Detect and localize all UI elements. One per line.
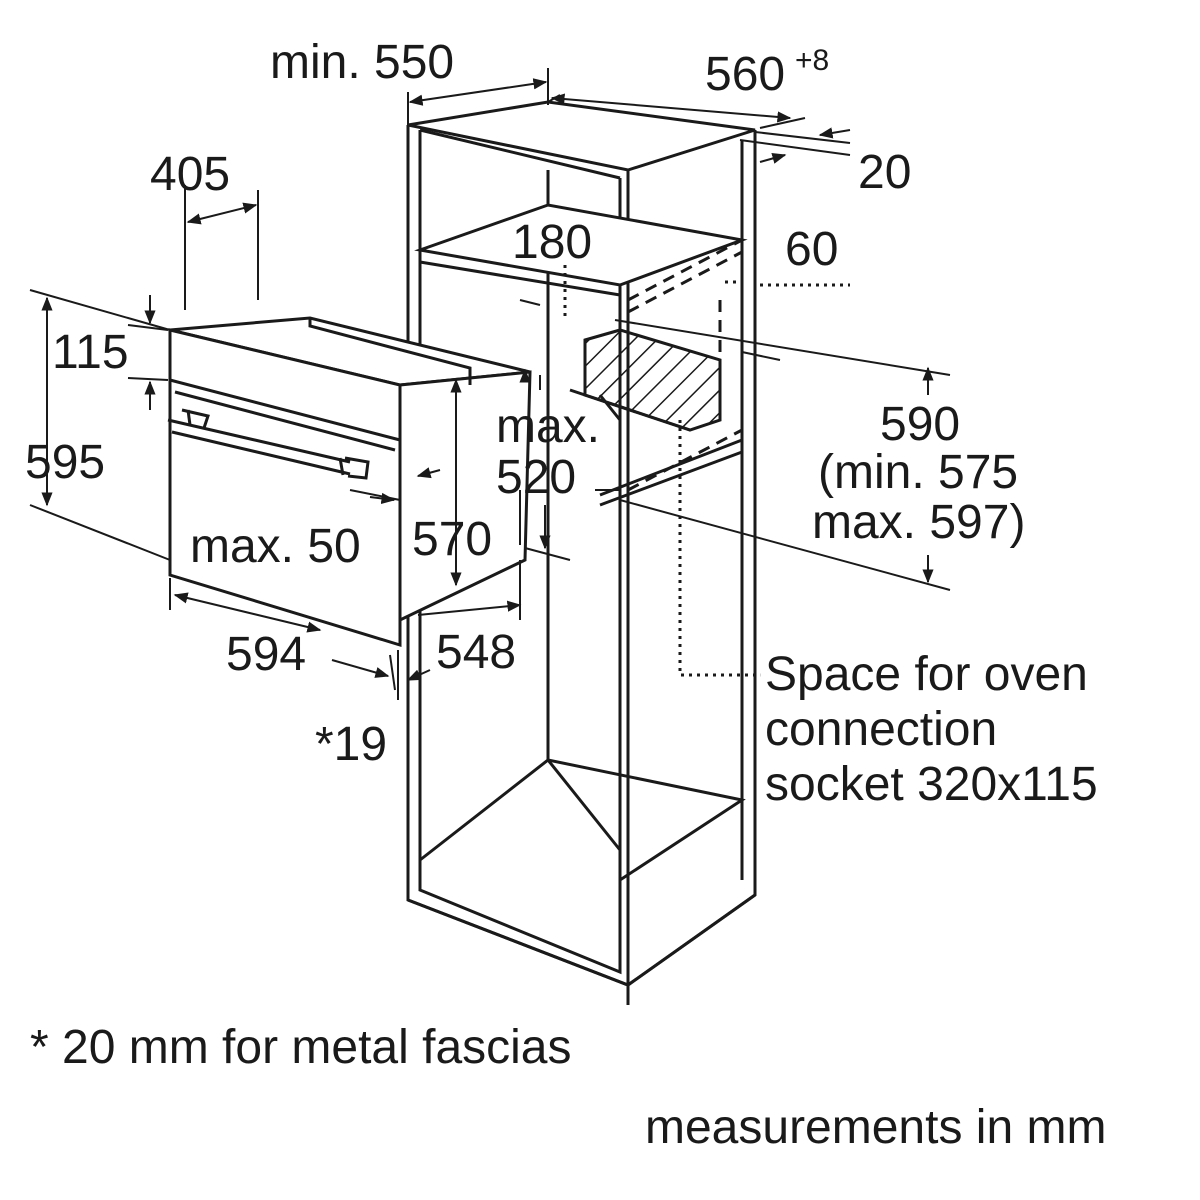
label-570: 570 [412,513,492,566]
label-548: 548 [436,626,516,679]
label-115: 115 [52,326,129,379]
dimension-lines [29,68,951,700]
label-19: *19 [315,718,387,771]
oven [167,316,532,648]
cabinet [406,100,757,1005]
label-590-min: (min. 575 [818,446,1018,499]
dimension-labels: min. 550 560 +8 20 405 180 60 115 595 ma… [25,36,1025,771]
label-590: 590 [880,398,960,451]
label-max-50: max. 50 [190,520,361,573]
label-max-520-line2: 520 [496,451,576,504]
label-594: 594 [226,628,306,681]
label-180: 180 [512,216,592,269]
units-note: measurements in mm [645,1101,1106,1154]
label-20: 20 [858,146,911,199]
label-590-max: max. 597) [812,496,1025,549]
footnote: * 20 mm for metal fascias [30,1021,572,1074]
label-560-tolerance: +8 [795,44,829,77]
socket-note-line3: socket 320x115 [765,758,1098,811]
socket-note-line1: Space for oven [765,648,1088,701]
label-405: 405 [150,148,230,201]
label-595: 595 [25,436,105,489]
socket-note: Space for oven connection socket 320x115 [765,648,1098,811]
label-560: 560 [705,48,785,101]
label-min-550: min. 550 [270,36,454,89]
socket-note-line2: connection [765,703,997,756]
label-60: 60 [785,223,838,276]
label-max-520-line1: max. [496,400,600,453]
